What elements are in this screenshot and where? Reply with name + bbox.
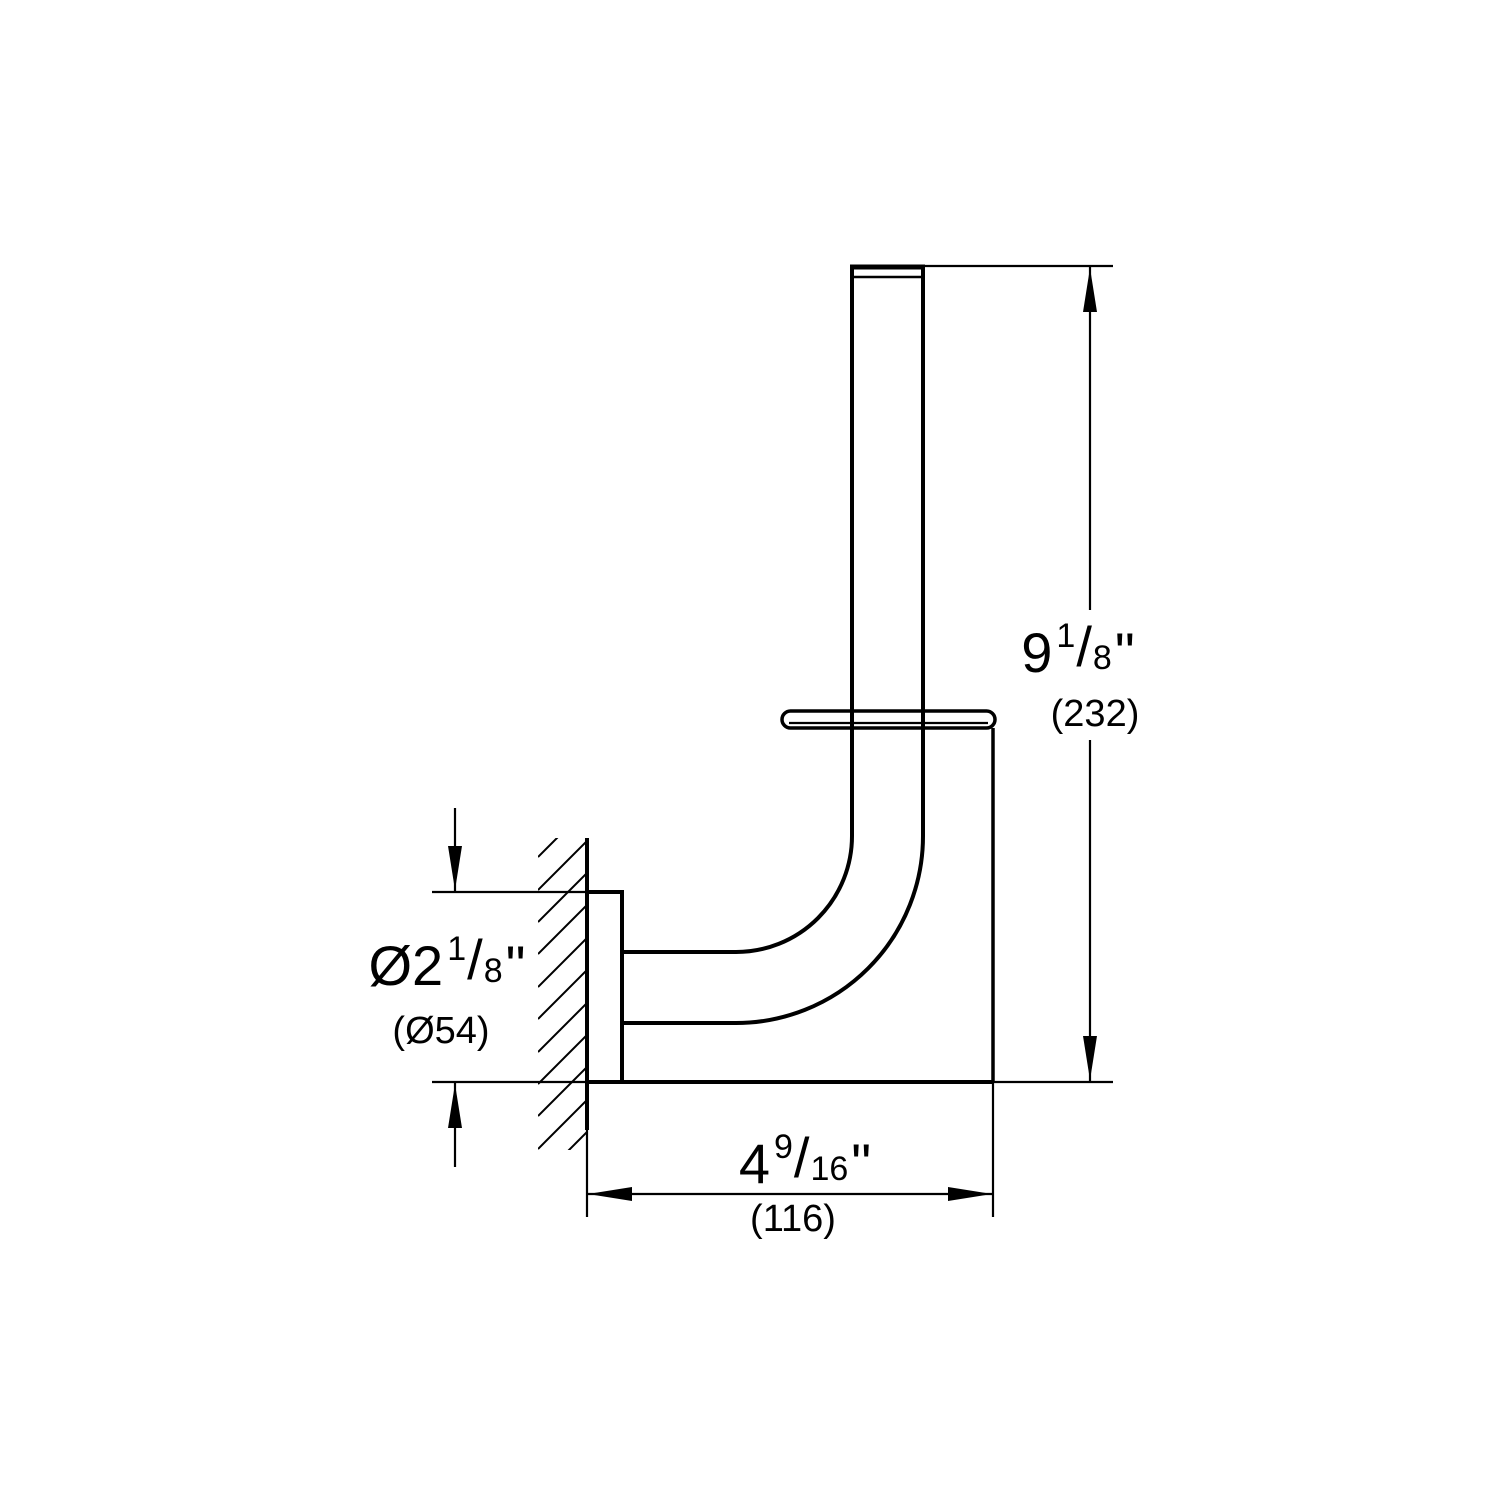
- diameter-frac-num: 1: [447, 930, 467, 968]
- height-frac-slash: /: [1076, 615, 1092, 678]
- extension-lines: [432, 264, 1113, 1217]
- depth-whole: 4: [738, 1132, 770, 1195]
- depth-frac-num: 9: [773, 1128, 793, 1166]
- depth-frac-slash: /: [793, 1126, 810, 1189]
- depth-dimension-metric: (116): [750, 1198, 836, 1240]
- holder-outline: [586, 264, 997, 1084]
- height-frac-den: 8: [1092, 639, 1112, 677]
- diameter-unit-mark: ": [505, 934, 526, 997]
- flange-disc: [780, 709, 997, 730]
- diameter-frac-slash: /: [467, 928, 483, 991]
- diameter-frac-den: 8: [483, 952, 503, 990]
- height-frac-num: 1: [1056, 617, 1076, 655]
- wall-plate: [586, 890, 624, 1082]
- arrowheads: [448, 268, 1097, 1201]
- height-unit-mark: ": [1114, 621, 1135, 684]
- depth-unit-mark: ": [851, 1132, 872, 1195]
- height-whole: 9: [1021, 621, 1053, 684]
- depth-frac-den: 16: [810, 1150, 849, 1188]
- plate-diameter-metric: (Ø54): [392, 1010, 490, 1052]
- diameter-whole: Ø2: [368, 934, 444, 997]
- wall-hatching: [538, 838, 587, 1150]
- height-dimension-metric: (232): [1050, 693, 1140, 735]
